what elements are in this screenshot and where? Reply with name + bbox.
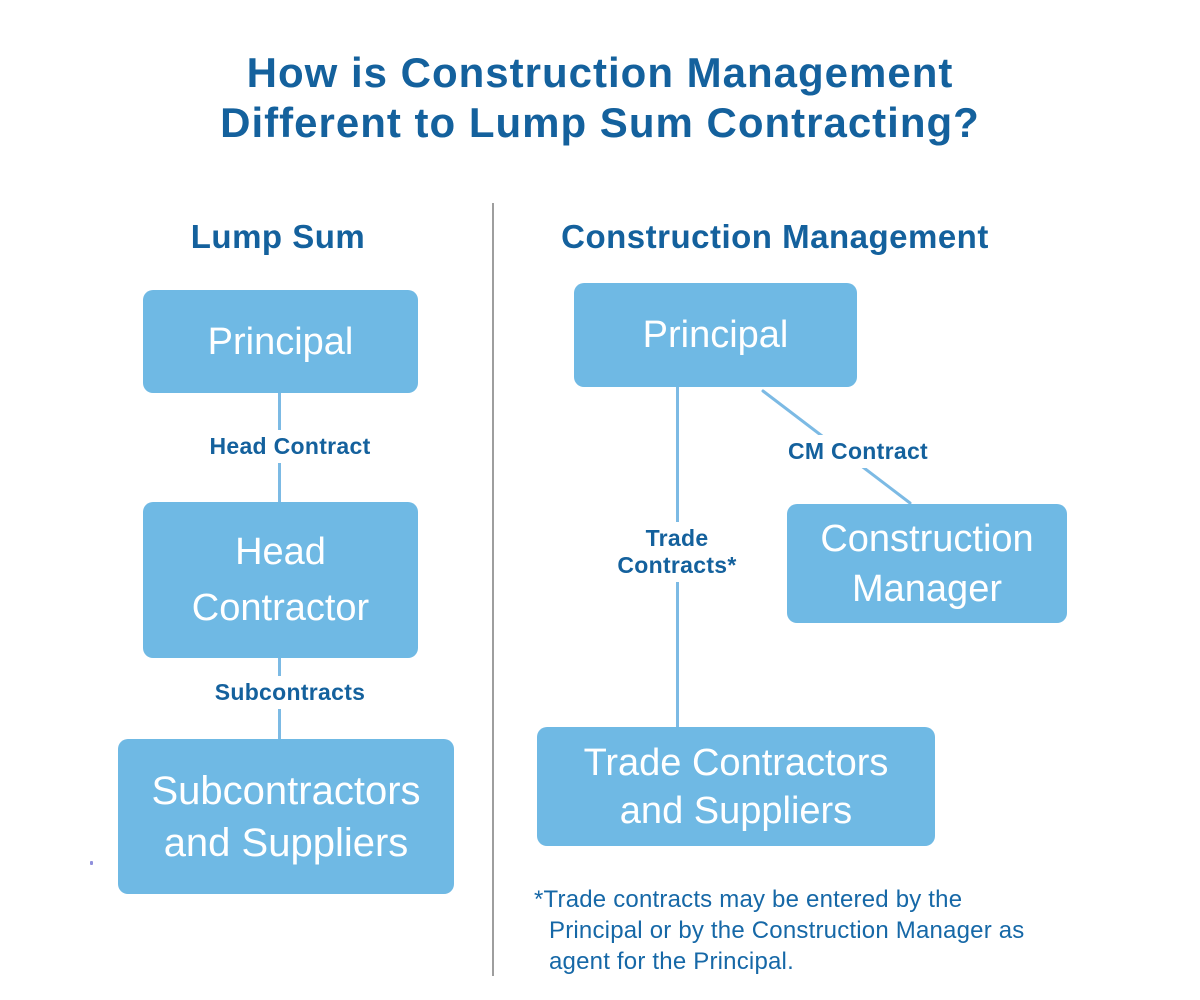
node-label: Principal [642,314,789,356]
column-divider [492,203,494,976]
node-label: Head Contractor [191,531,370,629]
node-subcontractors-suppliers: Subcontractors and Suppliers [118,739,454,894]
footnote-line-2: Principal or by the Construction Manager… [549,917,1025,944]
node-label: Construction Manager [820,517,1034,610]
node-cm-principal: Principal [574,283,857,387]
trade-contracts-footnote: *Trade contracts may be entered by the P… [534,884,1064,977]
node-lumpsum-principal: Principal [143,290,418,393]
edge-label-cm-contract: CM Contract [772,435,944,468]
footnote-line-1: *Trade contracts may be entered by the [534,886,963,913]
page-title-line-2: Different to Lump Sum Contracting? [220,99,980,146]
node-construction-manager: Construction Manager [787,504,1067,623]
edge-label-subcontracts: Subcontracts [190,676,390,709]
footnote-line-3: agent for the Principal. [549,948,794,975]
node-label: Subcontractors and Suppliers [151,768,421,865]
lump-sum-heading: Lump Sum [190,218,366,255]
page-title: How is Construction Management Different… [0,48,1200,148]
edge-label-head-contract: Head Contract [190,430,390,463]
node-head-contractor: Head Contractor [143,502,418,658]
node-label: Trade Contractors and Suppliers [583,741,889,832]
node-trade-contractors-suppliers: Trade Contractors and Suppliers [537,727,935,846]
stray-dot-artifact [90,861,93,865]
construction-management-heading: Construction Management [561,218,989,255]
edge-label-trade-contracts: Trade Contracts* [592,522,762,582]
page-title-line-1: How is Construction Management [246,49,954,96]
node-label: Principal [207,320,354,363]
